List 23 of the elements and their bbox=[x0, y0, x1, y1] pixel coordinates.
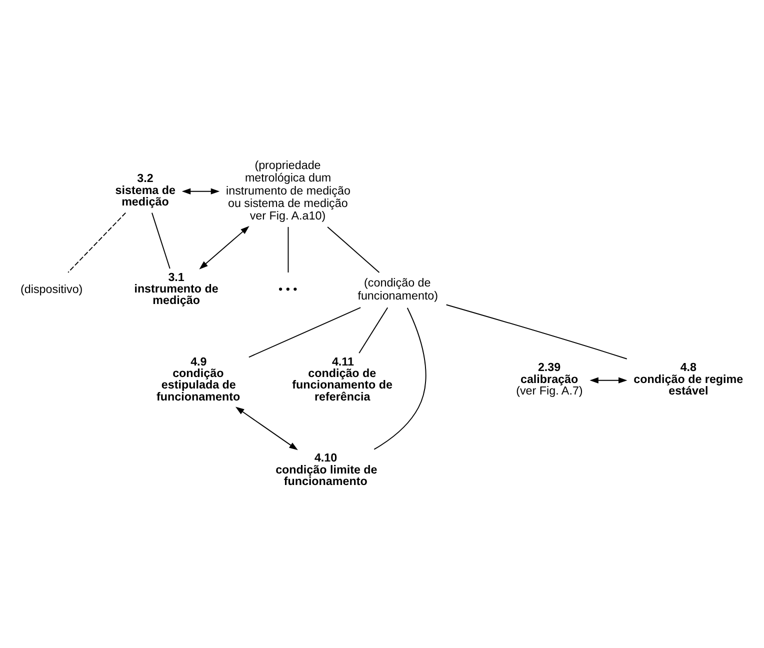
arrow bbox=[199, 226, 250, 270]
node-text: 4.10 condição limite de funcionamento bbox=[276, 452, 378, 488]
connector bbox=[248, 307, 362, 358]
connector bbox=[446, 304, 628, 360]
node-text: 4.11 condição de funcionamento de referência bbox=[292, 355, 393, 404]
connector bbox=[288, 226, 289, 273]
connector bbox=[358, 307, 388, 354]
node-text: 2.39 calibração (ver Fig. A.7) bbox=[516, 361, 583, 398]
connector bbox=[151, 212, 170, 270]
node-text: 3.1 instrumento de medição bbox=[134, 270, 218, 308]
node-text: (propriedade metrológica dum instrumento de medição ou sistema de medição ver Fig. A.a10) bbox=[226, 159, 350, 223]
connector bbox=[327, 226, 380, 273]
node-text: (condição de funcionamento) bbox=[358, 276, 438, 302]
arrow bbox=[235, 406, 298, 450]
node-text: 4.9 condição estipulada de funcionamento bbox=[156, 355, 240, 404]
node-text: 4.8 condição de regime estável bbox=[634, 361, 744, 398]
node-text: 3.2 sistema de medição bbox=[115, 172, 176, 209]
node-text: (dispositivo) bbox=[20, 283, 83, 296]
node-text: • • • bbox=[278, 283, 298, 296]
arrow bbox=[590, 377, 628, 384]
connector bbox=[374, 307, 426, 450]
arrow bbox=[182, 188, 220, 194]
connector bbox=[68, 212, 126, 273]
